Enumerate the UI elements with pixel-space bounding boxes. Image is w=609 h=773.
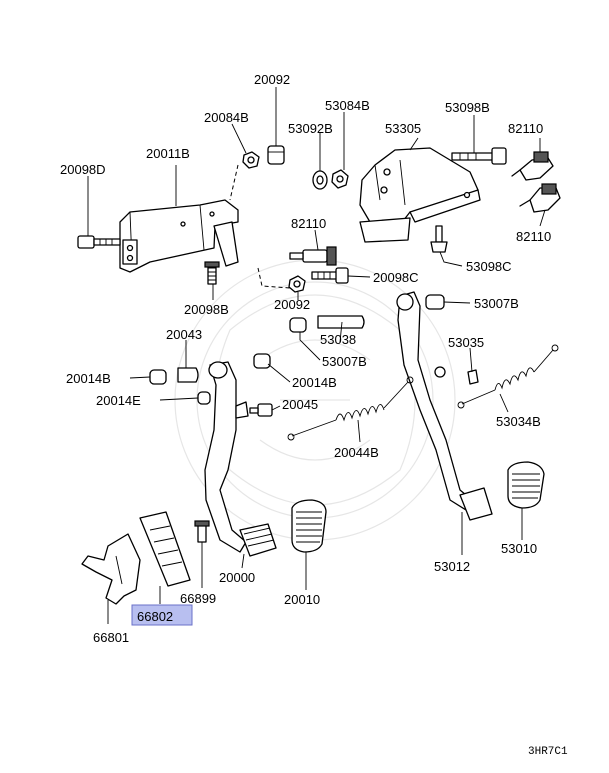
label-20014B-mid[interactable]: 20014B [292, 375, 337, 390]
bolt-53098B[interactable] [451, 147, 507, 165]
label-53092B[interactable]: 53092B [288, 121, 333, 136]
label-53007B-right[interactable]: 53007B [474, 296, 519, 311]
label-53010[interactable]: 53010 [501, 541, 537, 556]
label-20092-top[interactable]: 20092 [254, 72, 290, 87]
nut-20084B[interactable] [242, 151, 260, 169]
label-20044B[interactable]: 20044B [334, 445, 379, 460]
label-20092-mid[interactable]: 20092 [274, 297, 310, 312]
bolt-20098C[interactable] [311, 267, 349, 284]
bracket-66801[interactable] [81, 533, 141, 605]
bolt-53098C[interactable] [430, 225, 448, 253]
bolt-20098D[interactable] [77, 235, 121, 249]
label-53305[interactable]: 53305 [385, 121, 421, 136]
label-53012[interactable]: 53012 [434, 559, 470, 574]
spring-53034B[interactable] [457, 344, 559, 409]
accelerator-pedal-66802[interactable] [139, 511, 191, 587]
leader-lines [87, 87, 546, 624]
spring-20044B[interactable] [287, 376, 414, 441]
label-82110-upper[interactable]: 82110 [508, 121, 543, 136]
label-53098B[interactable]: 53098B [445, 100, 490, 115]
label-82110-mid[interactable]: 82110 [291, 216, 326, 231]
label-53084B[interactable]: 53084B [325, 98, 370, 113]
clip-53035[interactable] [467, 369, 479, 385]
label-20098D[interactable]: 20098D [60, 162, 106, 177]
label-66802[interactable]: 66802 [137, 609, 173, 624]
label-20014B-left[interactable]: 20014B [66, 371, 111, 386]
highlight-box [131, 604, 193, 626]
label-20014E[interactable]: 20014E [96, 393, 141, 408]
label-20011B[interactable]: 20011B [146, 146, 190, 161]
label-53035[interactable]: 53035 [448, 335, 484, 350]
nut-53084B[interactable] [331, 169, 349, 189]
switch-82110-upper[interactable] [511, 151, 554, 181]
label-20045[interactable]: 20045 [282, 397, 318, 412]
switch-82110-mid[interactable] [289, 246, 337, 266]
nut-20092-top[interactable] [267, 145, 285, 165]
bushing-53007B-right[interactable] [425, 294, 445, 310]
clutch-pedal-53012[interactable] [396, 291, 493, 521]
bushing-53007B-mid[interactable] [289, 317, 307, 333]
bushing-20014E[interactable] [197, 391, 211, 405]
label-66899[interactable]: 66899 [180, 591, 216, 606]
dash-line-2 [257, 267, 291, 289]
washer-53092B[interactable] [312, 170, 328, 190]
pipe-53038[interactable] [317, 315, 365, 329]
label-53098C[interactable]: 53098C [466, 259, 512, 274]
label-20098C[interactable]: 20098C [373, 270, 419, 285]
pedal-pad-53010[interactable] [507, 461, 545, 509]
bushing-20014B-left[interactable] [149, 369, 167, 385]
brake-pedal-20000[interactable] [204, 361, 277, 557]
label-82110-lower[interactable]: 82110 [516, 229, 551, 244]
pipe-20043[interactable] [177, 367, 199, 383]
pedal-bracket-20011B[interactable] [119, 199, 239, 273]
label-20010[interactable]: 20010 [284, 592, 320, 607]
label-20098B[interactable]: 20098B [184, 302, 229, 317]
label-20000[interactable]: 20000 [219, 570, 255, 585]
pedal-pad-20010[interactable] [291, 499, 327, 553]
bushing-20014B-mid[interactable] [253, 353, 271, 369]
dash-line [229, 164, 239, 201]
screw-66899[interactable] [194, 520, 210, 543]
switch-82110-lower[interactable] [519, 183, 561, 213]
label-53007B-mid[interactable]: 53007B [322, 354, 367, 369]
label-20043[interactable]: 20043 [166, 327, 202, 342]
bolt-20045[interactable] [249, 403, 273, 417]
part-labels: 20092 20084B 53084B 53098B 53092B 53305 … [60, 72, 568, 758]
diagram-code: 3HR7C1 [528, 746, 568, 758]
label-53034B[interactable]: 53034B [496, 414, 541, 429]
stud-20098B[interactable] [204, 261, 220, 285]
label-66801[interactable]: 66801 [93, 630, 129, 645]
nut-20092-mid[interactable] [288, 275, 306, 293]
clutch-bracket-53305[interactable] [359, 147, 481, 243]
label-20084B[interactable]: 20084B [204, 110, 249, 125]
label-53038[interactable]: 53038 [320, 332, 356, 347]
